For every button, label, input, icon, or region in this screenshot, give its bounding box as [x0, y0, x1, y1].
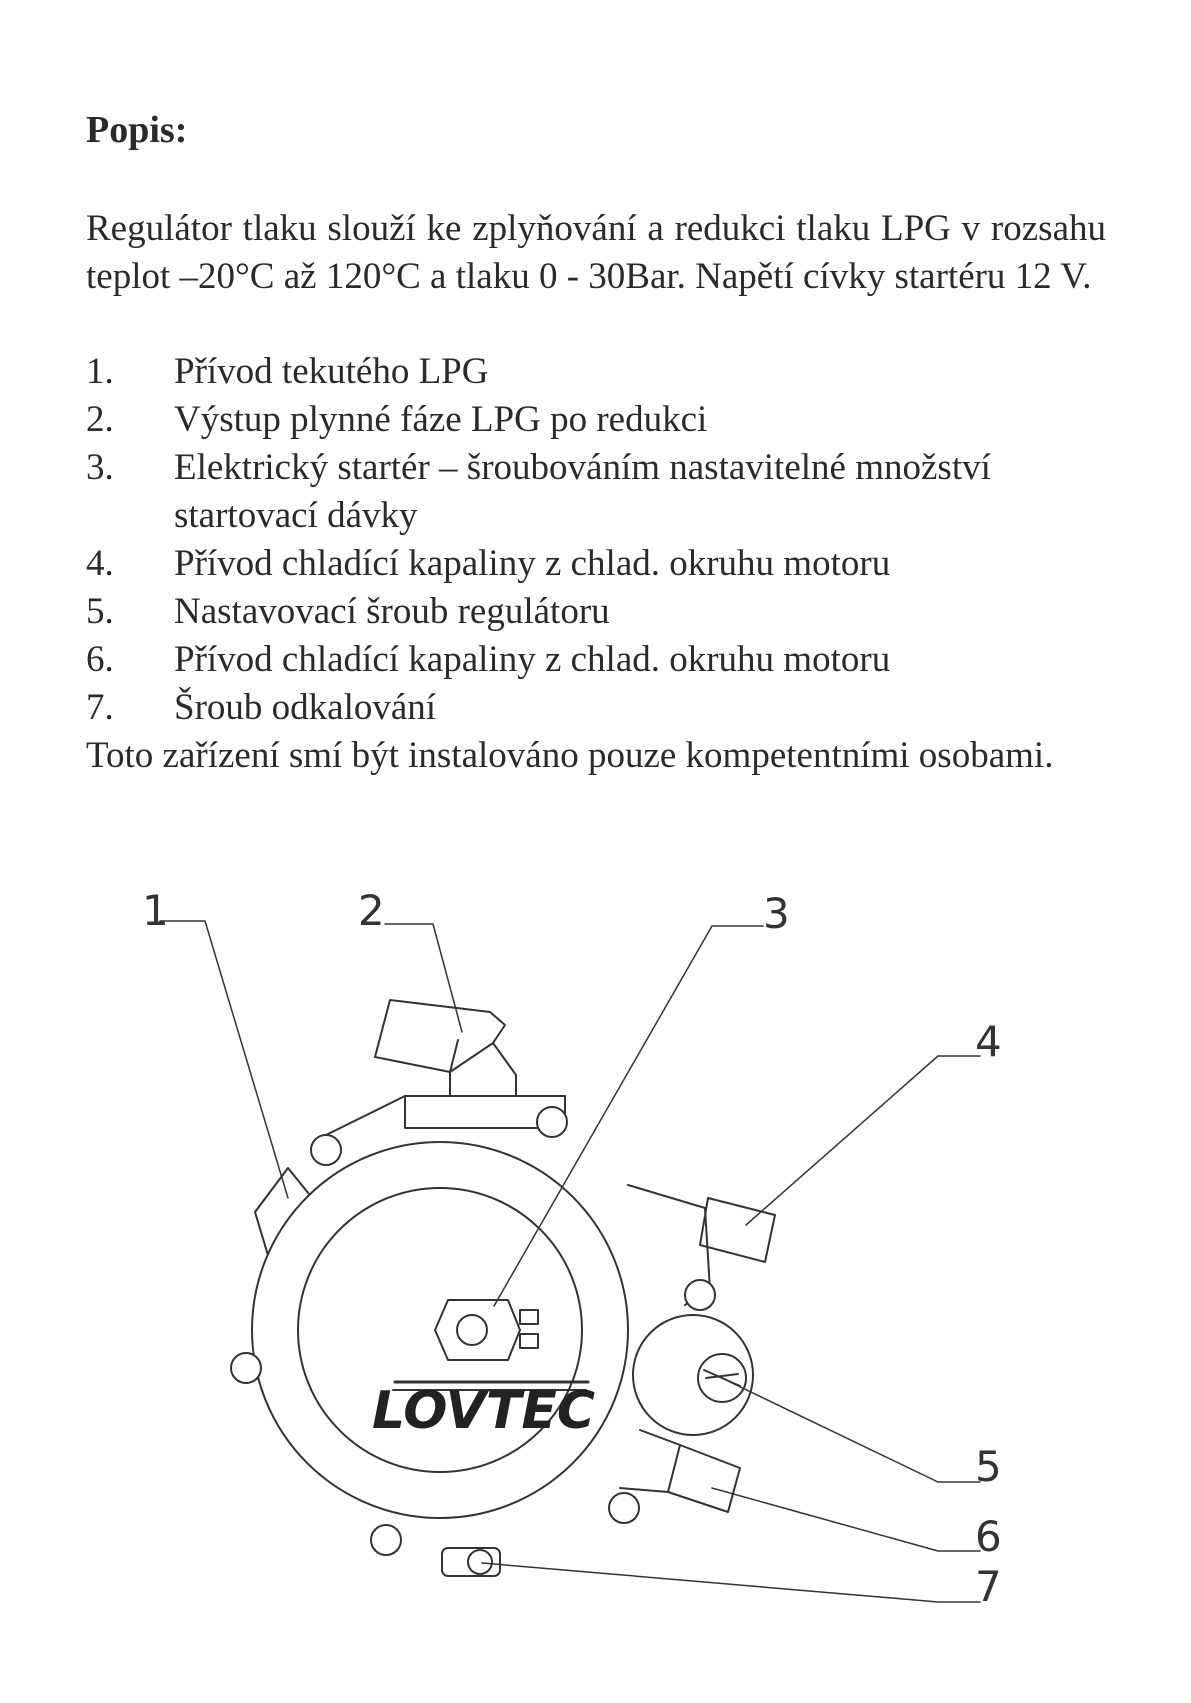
callout-6: 6	[975, 1512, 1002, 1561]
item-number: 1.	[86, 351, 114, 392]
list-item: 4. Přívod chladící kapaliny z chlad. okru…	[86, 540, 1106, 588]
bolt-left	[230, 1352, 262, 1384]
list-item: 3. Elektrický startér – šroubováním nasta…	[86, 444, 1106, 540]
item-number: 4.	[86, 543, 114, 584]
item-text: Přívod chladící kapaliny z chlad. okruhu…	[174, 543, 891, 584]
lovtec-logo: LOVTEC	[372, 1380, 595, 1441]
item-number: 6.	[86, 639, 114, 680]
callout-3: 3	[763, 889, 790, 938]
bolt-bottom-left	[370, 1524, 402, 1556]
list-item: 7. Šroub odkalování	[86, 684, 1106, 732]
list-item: 1. Přívod tekutého LPG	[86, 348, 1106, 396]
callout-labels: 1 2 3 4 5 6 7	[142, 886, 1002, 1611]
item-number: 3.	[86, 447, 114, 488]
housing-top-edge	[325, 1095, 406, 1136]
list-item: 2. Výstup plynné fáze LPG po redukci	[86, 396, 1106, 444]
coolant-inlet-fitting	[699, 1197, 776, 1263]
item-number: 7.	[86, 687, 114, 728]
callout-1: 1	[142, 886, 169, 935]
bolt-right	[684, 1279, 716, 1311]
bolt-top-left	[310, 1134, 342, 1166]
adjusting-chamber	[632, 1314, 754, 1436]
top-plate	[404, 1095, 566, 1129]
item-text: Šroub odkalování	[174, 687, 437, 728]
item-text: Elektrický startér – šroubováním nastavi…	[174, 447, 991, 536]
solenoid-starter	[434, 1299, 539, 1361]
outlet-fitting	[374, 999, 517, 1097]
page-heading: Popis:	[86, 109, 188, 151]
housing-inner-ring	[297, 1187, 583, 1473]
callout-4: 4	[975, 1017, 1002, 1066]
leader-lines	[159, 920, 981, 1603]
item-text: Přívod tekutého LPG	[174, 351, 489, 392]
closing-paragraph: Toto zařízení smí být instalováno pouze …	[86, 735, 1054, 776]
coolant-outlet-fitting	[667, 1444, 741, 1513]
list-item: 5. Nastavovací šroub regulátoru	[86, 588, 1106, 636]
list-item: 6. Přívod chladící kapaliny z chlad. okru…	[86, 636, 1106, 684]
item-number: 2.	[86, 399, 114, 440]
callout-5: 5	[975, 1442, 1002, 1491]
parts-list: 1. Přívod tekutého LPG 2. Výstup plynné fá…	[86, 348, 1106, 732]
svg-text:LOVTEC: LOVTEC	[372, 1381, 595, 1441]
bolt-top-right	[536, 1106, 568, 1138]
item-text: Nastavovací šroub regulátoru	[174, 591, 610, 632]
drain-screw	[441, 1547, 501, 1577]
item-number: 5.	[86, 591, 114, 632]
bolt-bottom-right	[608, 1492, 640, 1524]
intro-paragraph: Regulátor tlaku slouží ke zplyňování a r…	[86, 208, 1106, 297]
callout-7: 7	[975, 1562, 1002, 1611]
callout-2: 2	[358, 886, 385, 935]
item-text: Přívod chladící kapaliny z chlad. okruhu…	[174, 639, 891, 680]
item-text: Výstup plynné fáze LPG po redukci	[174, 399, 708, 440]
